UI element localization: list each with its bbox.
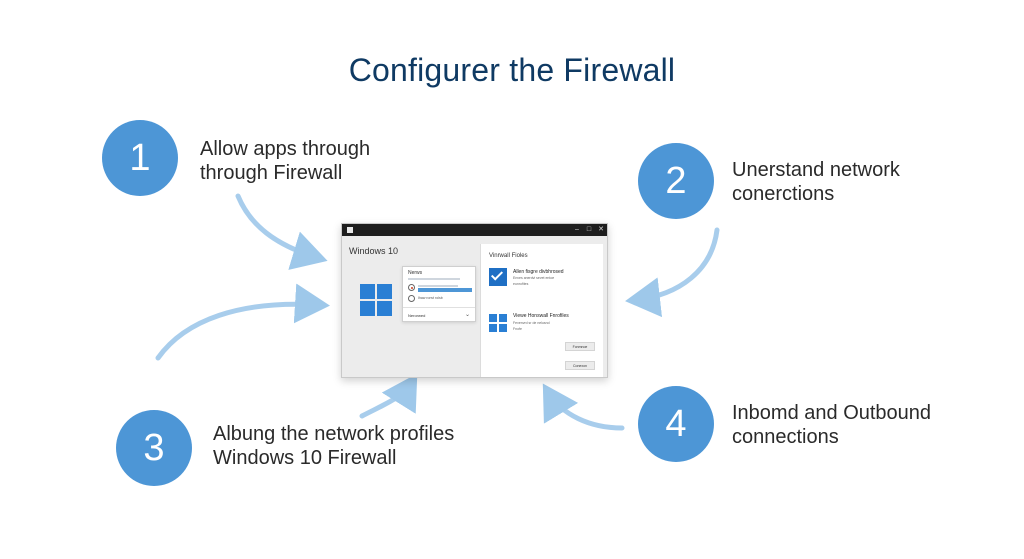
step-1-line2: through Firewall — [200, 162, 343, 184]
windows-logo-icon — [489, 314, 507, 332]
step-2-line1: Unerstand network — [732, 159, 900, 181]
window-titlebar: – □ ✕ — [342, 224, 607, 236]
profile-2-sub2: Fnofe — [513, 327, 522, 331]
maximize-icon[interactable]: □ — [586, 226, 592, 233]
dialog-option-text: Ihaw ronvt rolsb — [418, 296, 443, 300]
step-4-line2: connections — [732, 426, 839, 448]
dialog-text-line — [408, 278, 460, 280]
dialog-divider — [403, 307, 475, 308]
radio-option-1[interactable] — [408, 284, 415, 291]
step-4-circle: 4 — [638, 386, 714, 462]
profile-1-heading: Allen fisgre divbhrosed — [513, 269, 564, 275]
step-3-line2: Windows 10 Firewall — [213, 447, 397, 469]
profile-2-sub1: Fevenvrd sr de nelusnd — [513, 321, 550, 325]
step-3-line1: Albung the network profiles — [213, 423, 455, 445]
step-2-line2: conerctions — [732, 183, 835, 205]
profile-button-1[interactable]: Fonmnoe — [565, 342, 595, 351]
step-2-circle: 2 — [638, 143, 714, 219]
step-1-text: Allow apps through through Firewall — [200, 137, 370, 185]
step-1-line1: Allow apps through — [200, 138, 371, 160]
profile-2-heading: Viewe Honswall Fnrofiles — [513, 313, 569, 319]
profile-1-sub1: Enves anerdvi sevet entoe — [513, 276, 555, 280]
selected-option-bar[interactable] — [418, 288, 472, 292]
minimize-icon[interactable]: – — [575, 226, 579, 233]
checkbox-checked-icon[interactable] — [489, 268, 507, 286]
windows-logo-icon — [360, 284, 392, 316]
arrow-step3 — [359, 373, 418, 419]
step-1-circle: 1 — [102, 120, 178, 196]
app-icon — [347, 227, 353, 233]
panel-title: Vinrwall Fioles — [489, 253, 528, 259]
radio-option-2[interactable] — [408, 295, 415, 302]
dialog-text-line — [418, 285, 458, 287]
windows-firewall-window: – □ ✕ Windows 10 Nerws Ihaw ronvt rolsb … — [341, 223, 608, 378]
chevron-down-icon[interactable]: ⌄ — [464, 312, 470, 318]
arrow-step1 — [235, 193, 328, 270]
profile-1-sub2: eunrofites — [513, 282, 529, 286]
profile-button-2[interactable]: Conexon — [565, 361, 595, 370]
close-icon[interactable]: ✕ — [598, 226, 604, 233]
step-3-text: Albung the network profiles Windows 10 F… — [213, 422, 454, 470]
step-4-text: Inbomd and Outbound connections — [732, 401, 931, 449]
os-label: Windows 10 — [349, 246, 399, 256]
step-4-line1: Inbomd and Outbound — [732, 402, 932, 424]
step-2-text: Unerstand network conerctions — [732, 158, 900, 206]
arrow-step2 — [625, 227, 720, 318]
arrow-left-middle — [155, 283, 330, 361]
firewall-profiles-panel: Vinrwall Fioles Allen fisgre divbhrosed … — [480, 244, 603, 377]
page-title: Configurer the Firewall — [348, 52, 676, 88]
network-dialog: Nerws Ihaw ronvt rolsb Nerorwed ⌄ — [402, 266, 476, 322]
network-dropdown[interactable]: Nerorwed — [408, 313, 426, 318]
arrow-step4 — [542, 383, 625, 431]
dialog-title: Nerws — [408, 270, 423, 276]
step-3-circle: 3 — [116, 410, 192, 486]
